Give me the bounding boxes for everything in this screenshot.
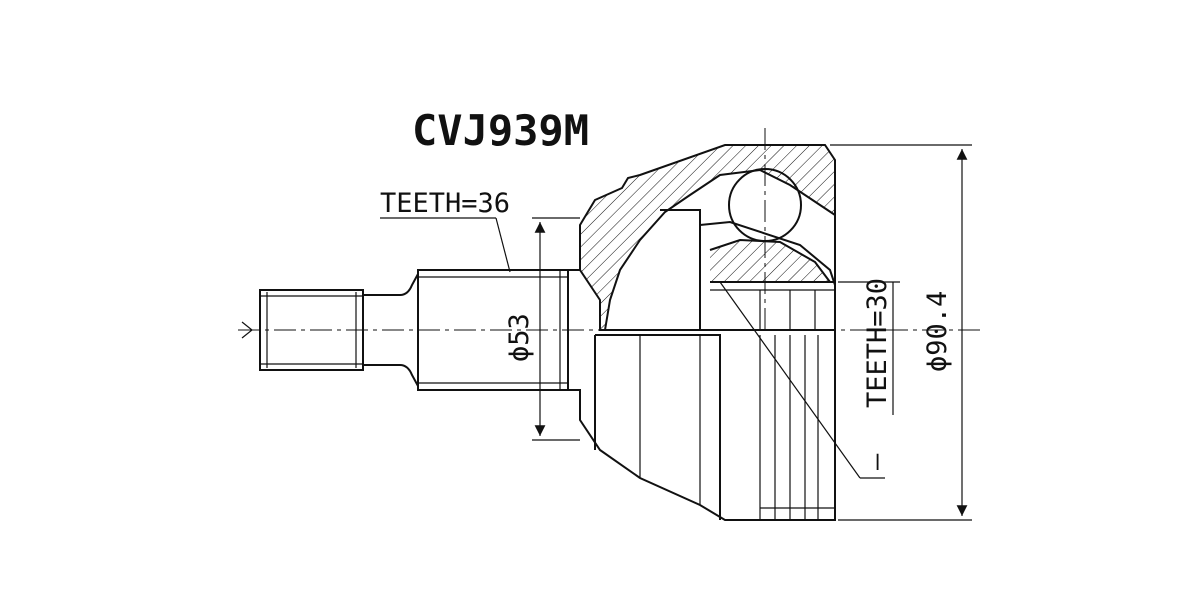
- outer-diameter-dimension: [830, 144, 972, 521]
- inner-spline-label: TEETH=30: [862, 278, 893, 408]
- seal-diameter-label: ϕ53: [504, 313, 535, 362]
- abs-marker-leader: [719, 281, 885, 479]
- inner-spline-leader: [838, 281, 900, 415]
- bell-housing-outline: [568, 330, 836, 521]
- bell-housing-section: [568, 144, 836, 331]
- part-number-title: CVJ939M: [412, 106, 589, 155]
- outer-diameter-label: ϕ90.4: [922, 291, 953, 372]
- outer-spline-label: TEETH=36: [380, 188, 510, 219]
- threaded-stub: [259, 273, 419, 387]
- outer-spline-leader: [380, 217, 511, 273]
- abs-marker-label: —: [861, 453, 892, 470]
- seal-diameter-dimension: [532, 217, 580, 441]
